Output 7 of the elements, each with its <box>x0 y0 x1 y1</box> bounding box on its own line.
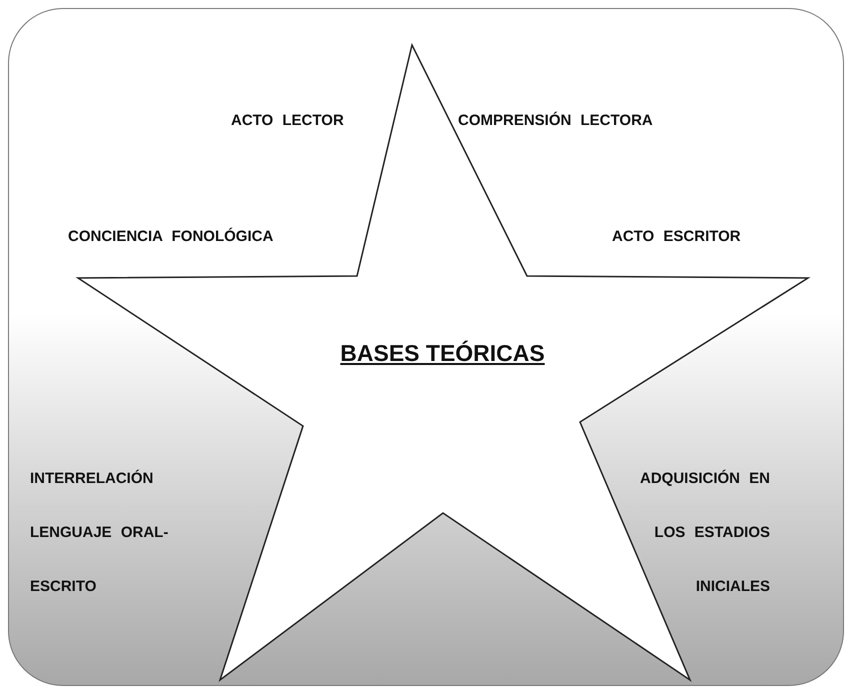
topic-label: ACTO LECTOR <box>231 112 344 129</box>
topic-label: ADQUISICIÓN EN LOS ESTADIOS INICIALES <box>638 468 770 597</box>
topic-label: INTERRELACIÓN LENGUAJE ORAL- ESCRITO <box>30 468 170 597</box>
topic-label: CONCIENCIA FONOLÓGICA <box>68 228 274 245</box>
star-title: BASES TEÓRICAS <box>340 340 545 367</box>
topic-label: ACTO ESCRITOR <box>612 228 741 245</box>
topic-label: COMPRENSIÓN LECTORA <box>458 112 653 129</box>
